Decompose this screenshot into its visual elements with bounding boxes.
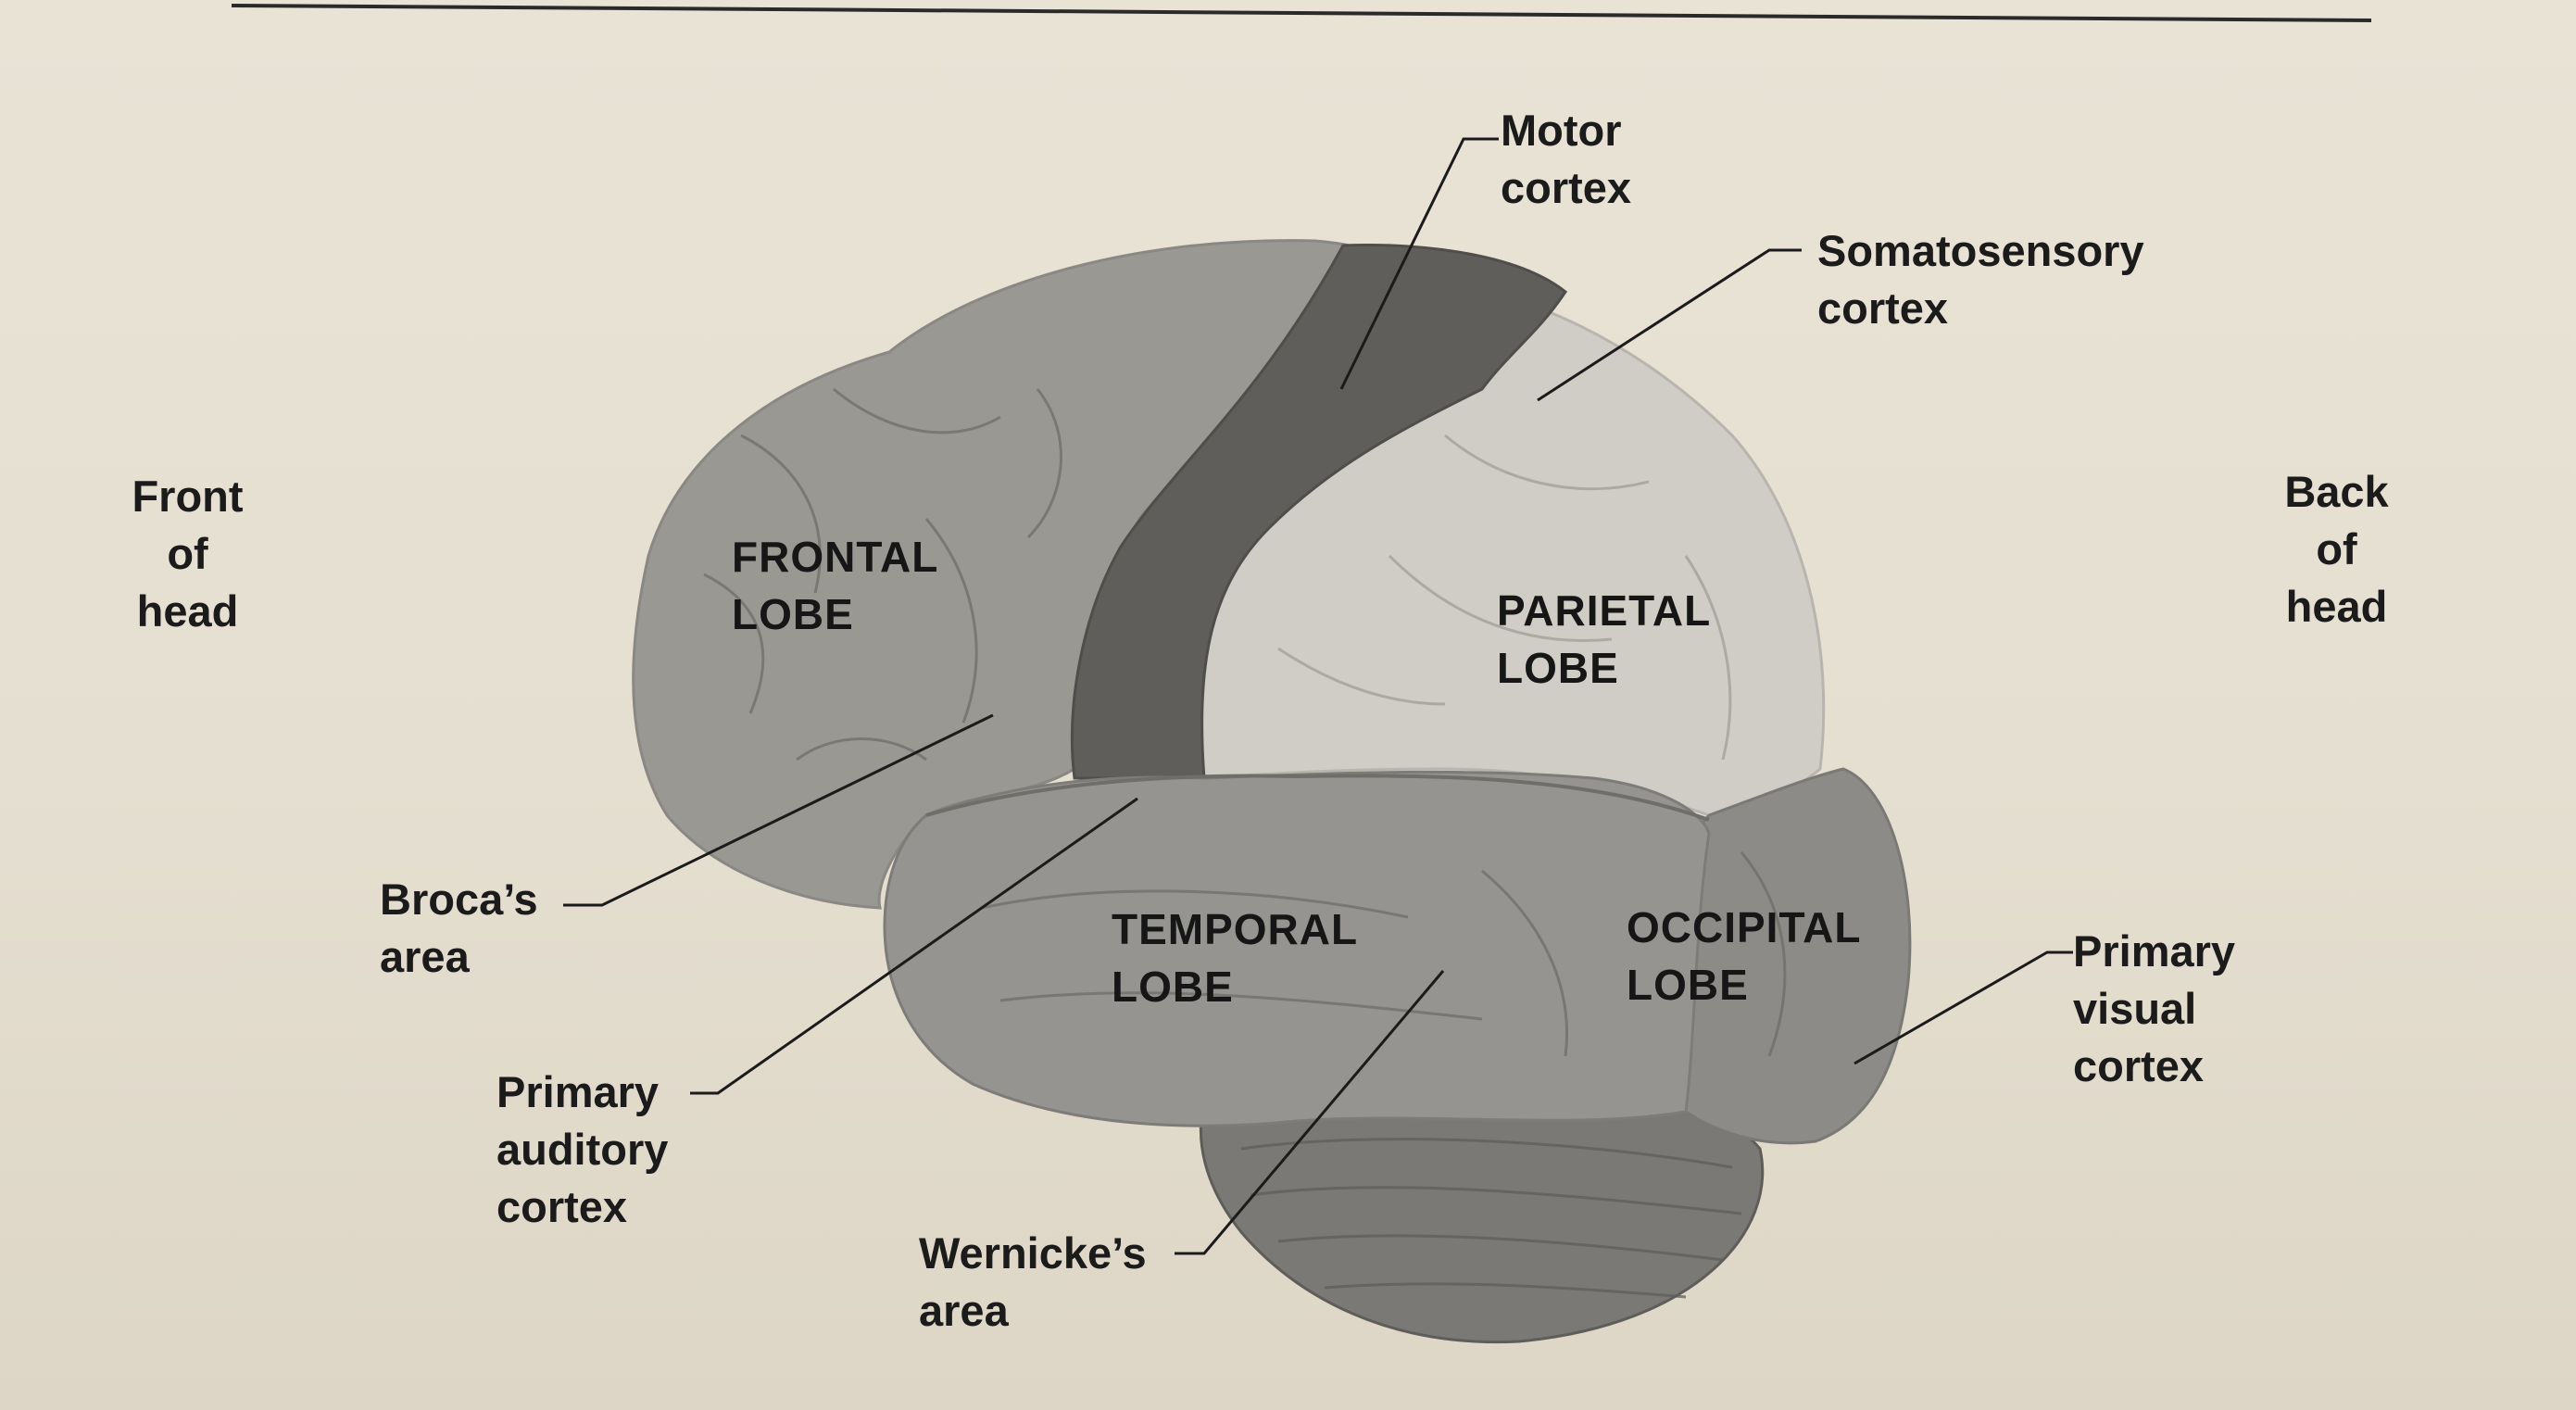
label-line: LOBE [1627, 961, 1749, 1009]
page-top-rule [231, 4, 2372, 22]
lateral-sulcus [925, 774, 1710, 822]
somatosensory-leader [1537, 248, 1802, 402]
auditory-cortex-leader [690, 797, 1138, 1095]
motor-cortex-region [1070, 244, 1568, 780]
label-line: TEMPORAL [1112, 905, 1359, 953]
label-line: cortex [496, 1182, 628, 1231]
label-line: Wernicke’s [919, 1228, 1147, 1278]
wernickes-area-leader [1175, 970, 1445, 1255]
label-line: Back [2284, 467, 2389, 516]
primary-visual-cortex-label: Primary visual cortex [2073, 923, 2235, 1095]
label-line: of [167, 529, 208, 578]
label-line: FRONTAL [732, 533, 939, 581]
brocas-area-label: Broca’s area [380, 871, 538, 986]
label-line: Front [132, 472, 244, 521]
frontal-lobe-label: FRONTAL LOBE [732, 528, 938, 643]
wernickes-area-label: Wernicke’s area [919, 1225, 1147, 1340]
parietal-folds [1277, 434, 1732, 761]
label-line: cortex [2073, 1041, 2205, 1090]
cerebellum-folds [1240, 1138, 1742, 1299]
somatosensory-cortex-label: Somatosensory cortex [1817, 222, 2144, 337]
label-line: Somatosensory [1817, 226, 2144, 275]
label-line: area [919, 1286, 1009, 1335]
brain-folds [703, 387, 1787, 1057]
label-line: Primary [2073, 926, 2236, 976]
front-of-head-label: Front of head [111, 468, 264, 640]
leader-lines [563, 137, 2073, 1255]
label-line: auditory [496, 1125, 669, 1174]
label-line: area [380, 932, 470, 981]
label-line: head [136, 586, 239, 636]
label-line: visual [2073, 984, 2197, 1033]
label-line: of [2316, 524, 2357, 573]
label-line: Motor [1501, 106, 1622, 155]
label-line: LOBE [732, 590, 854, 638]
motor-cortex-label: Motor cortex [1501, 102, 1631, 217]
label-line: Primary [496, 1067, 660, 1116]
label-line: head [2285, 582, 2388, 631]
label-line: cortex [1817, 283, 1949, 333]
back-of-head-label: Back of head [2260, 463, 2413, 636]
label-line: cortex [1501, 163, 1632, 212]
label-line: LOBE [1497, 644, 1619, 692]
motor-cortex-leader [1339, 137, 1499, 390]
primary-auditory-cortex-label: Primary auditory cortex [496, 1064, 668, 1236]
label-line: LOBE [1112, 963, 1234, 1011]
label-line: PARIETAL [1497, 586, 1712, 635]
label-line: OCCIPITAL [1627, 903, 1862, 951]
brocas-area-leader [563, 713, 994, 907]
parietal-lobe-label: PARIETAL LOBE [1497, 582, 1711, 697]
label-line: Broca’s [380, 875, 538, 924]
temporal-lobe-label: TEMPORAL LOBE [1112, 900, 1358, 1015]
occipital-lobe-label: OCCIPITAL LOBE [1627, 899, 1861, 1013]
visual-cortex-leader [1853, 950, 2073, 1065]
